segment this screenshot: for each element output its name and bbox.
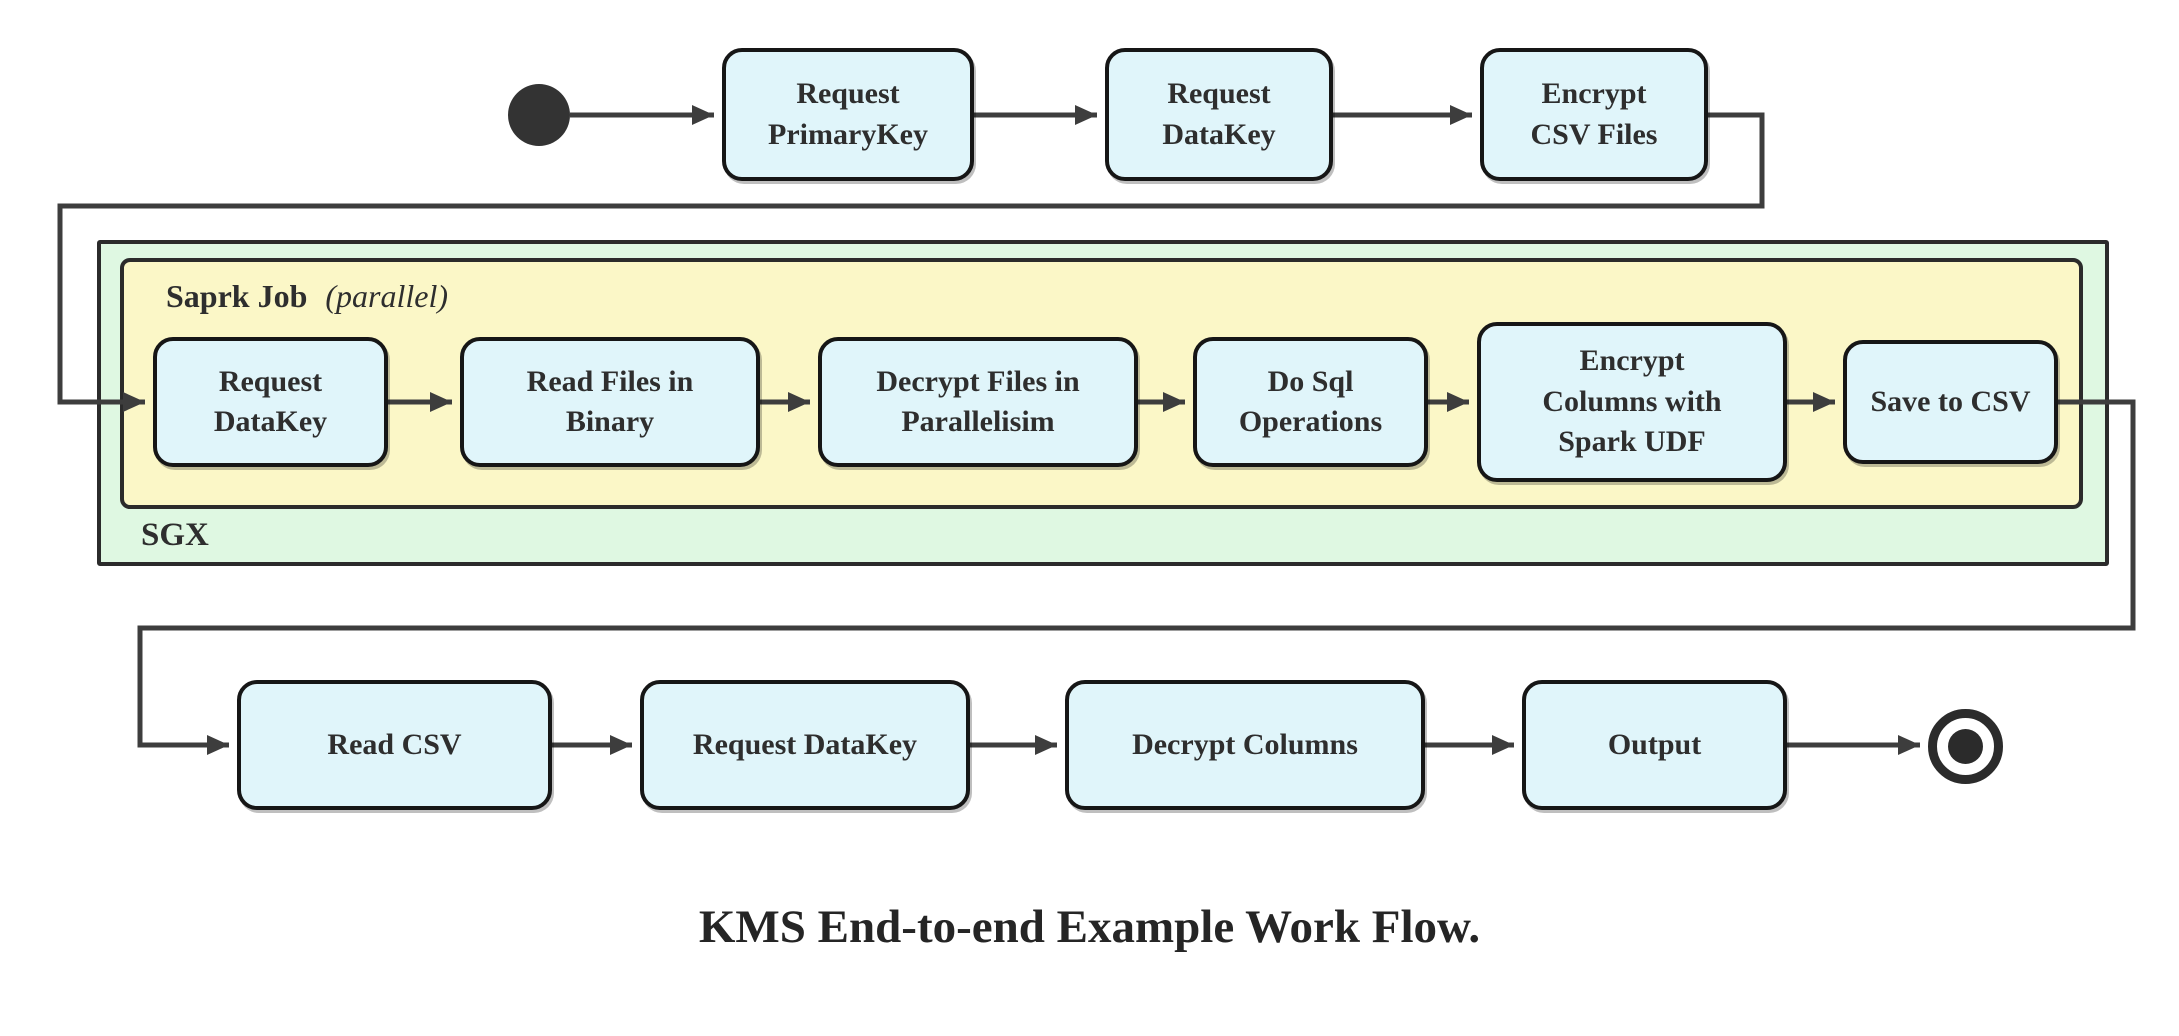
node-read-files-in-binary: Read Files in Binary (460, 337, 760, 467)
sgx-container-label: SGX (141, 517, 209, 553)
node-save-to-csv: Save to CSV (1843, 340, 2058, 464)
spark-job-container-label: Saprk Job (parallel) (166, 278, 448, 315)
start-state-icon (508, 84, 570, 146)
spark-job-label-title: Saprk Job (166, 278, 308, 314)
node-decrypt-columns: Decrypt Columns (1065, 680, 1425, 810)
spark-job-label-qualifier: (parallel) (325, 278, 449, 314)
node-request-datakey-bottom: Request DataKey (640, 680, 970, 810)
node-request-datakey-top: Request DataKey (1105, 48, 1333, 181)
node-encrypt-columns-with-spark-udf: Encrypt Columns with Spark UDF (1477, 322, 1787, 482)
diagram-caption: KMS End-to-end Example Work Flow. (698, 901, 1481, 953)
node-request-primarykey: Request PrimaryKey (722, 48, 974, 181)
node-decrypt-files-in-parallelisim: Decrypt Files in Parallelisim (818, 337, 1138, 467)
end-state-inner-dot (1948, 729, 1983, 764)
node-encrypt-csv-files: Encrypt CSV Files (1480, 48, 1708, 181)
node-do-sql-operations: Do Sql Operations (1193, 337, 1428, 467)
node-output: Output (1522, 680, 1787, 810)
end-state-icon (1928, 709, 2003, 784)
node-read-csv: Read CSV (237, 680, 552, 810)
node-request-datakey-sgx: Request DataKey (153, 337, 388, 467)
